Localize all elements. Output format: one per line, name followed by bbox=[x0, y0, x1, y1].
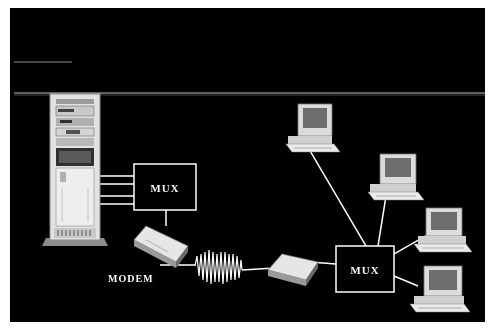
modem-icon bbox=[133, 225, 189, 268]
analog-signal-wave-icon bbox=[194, 249, 243, 285]
mux-left-label: MUX bbox=[150, 183, 179, 195]
mux-box-left: MUX bbox=[133, 163, 197, 211]
mux-box-right: MUX bbox=[335, 245, 395, 293]
frame-border-right bbox=[485, 0, 493, 330]
mux-terminal-4-link bbox=[393, 275, 419, 287]
computer-terminal-icon bbox=[413, 207, 473, 253]
mux-right-label: MUX bbox=[350, 265, 379, 277]
frame-border-left bbox=[0, 0, 10, 330]
mux-terminal-2-link bbox=[377, 195, 387, 247]
computer-terminal-icon bbox=[409, 265, 471, 313]
frame-border-bottom bbox=[0, 322, 493, 330]
server-rack-icon bbox=[42, 93, 108, 246]
frame-border-top bbox=[0, 0, 493, 8]
modem-label: MODEM bbox=[108, 274, 154, 285]
mux-terminal-1-link bbox=[305, 143, 367, 247]
modem-icon bbox=[267, 253, 319, 286]
computer-terminal-icon bbox=[367, 153, 425, 201]
computer-terminal-icon bbox=[285, 103, 341, 153]
